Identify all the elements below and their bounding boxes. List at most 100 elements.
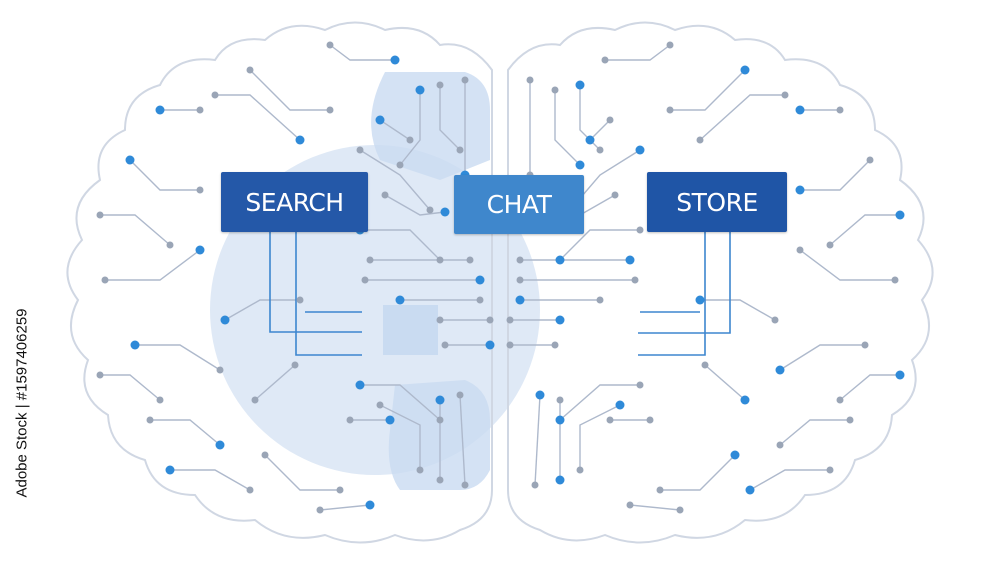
circuit-node (436, 476, 444, 484)
circuit-node (466, 256, 474, 264)
circuit-node (696, 136, 704, 144)
circuit-trace (779, 344, 865, 371)
circuit-node (376, 401, 384, 409)
circuit-node (436, 81, 444, 89)
circuit-node (456, 391, 464, 399)
circuit-node (636, 381, 644, 389)
stock-id-watermark: Adobe Stock | #1597406259 (13, 308, 31, 498)
circuit-node (326, 106, 334, 114)
circuit-node (246, 486, 254, 494)
circuit-node (730, 450, 740, 460)
circuit-node (740, 395, 750, 405)
circuit-node (155, 105, 165, 115)
circuit-node (215, 440, 225, 450)
circuit-node (416, 466, 424, 474)
circuit-node (555, 415, 565, 425)
circuit-node (461, 76, 469, 84)
circuit-trace (399, 90, 421, 166)
circuit-node (771, 316, 779, 324)
circuit-node (891, 276, 899, 284)
circuit-node (866, 156, 874, 164)
circuit-node (795, 105, 805, 115)
circuit-node (435, 395, 445, 405)
chip-square (383, 305, 438, 355)
circuit-node (246, 66, 254, 74)
circuit-node (166, 241, 174, 249)
circuit-node (795, 185, 805, 195)
circuit-node (385, 415, 395, 425)
circuit-trace (215, 94, 301, 141)
circuit-node (96, 211, 104, 219)
circuit-trace (579, 404, 621, 470)
circuit-node (390, 55, 400, 65)
circuit-node (526, 76, 534, 84)
circuit-trace (700, 299, 776, 321)
circuit-node (356, 146, 364, 154)
circuit-trace (224, 299, 300, 321)
circuit-trace (329, 44, 395, 61)
circuit-trace (829, 214, 900, 246)
circuit-trace (150, 419, 221, 446)
circuit-node (295, 135, 305, 145)
circuit-node (415, 85, 425, 95)
circuit-trace (135, 344, 221, 371)
circuit-node (776, 441, 784, 449)
circuit-node (220, 315, 230, 325)
circuit-node (506, 316, 514, 324)
circuit-trace (749, 469, 830, 491)
circuit-trace (800, 159, 871, 191)
circuit-trace (379, 119, 411, 141)
circuit-node (96, 371, 104, 379)
brain-outline-left (66, 21, 493, 544)
circuit-node (326, 41, 334, 49)
circuit-trace (319, 504, 371, 511)
circuit-node (366, 256, 374, 264)
circuit-trace (670, 69, 746, 111)
circuit-node (895, 210, 905, 220)
circuit-node (165, 465, 175, 475)
circuit-node (601, 56, 609, 64)
circuit-node (506, 341, 514, 349)
circuit-node (436, 316, 444, 324)
circuit-node (575, 160, 585, 170)
circuit-node (555, 315, 565, 325)
circuit-node (796, 246, 804, 254)
circuit-node (535, 390, 545, 400)
circuit-trace (384, 194, 446, 216)
circuit-trace (799, 249, 895, 281)
circuit-node (556, 396, 564, 404)
circuit-node (846, 416, 854, 424)
circuit-node (636, 226, 644, 234)
circuit-trace (100, 374, 161, 401)
circuit-node (195, 245, 205, 255)
circuit-trace (559, 229, 640, 261)
circuit-trace (129, 159, 200, 191)
circuit-trace (360, 384, 441, 421)
circuit-trace (579, 85, 601, 151)
circuit-node (355, 380, 365, 390)
circuit-node (291, 361, 299, 369)
brain-outline-right (507, 21, 934, 544)
circuit-trace (105, 249, 201, 281)
circuit-node (251, 396, 259, 404)
circuit-trace (554, 90, 581, 166)
circuit-node (396, 161, 404, 169)
circuit-node (406, 136, 414, 144)
circuit-node (551, 86, 559, 94)
chat-label: CHAT (454, 175, 584, 234)
circuit-node (635, 145, 645, 155)
circuit-node (516, 276, 524, 284)
circuit-node (631, 276, 639, 284)
circuit-node (695, 295, 705, 305)
circuit-node (476, 296, 484, 304)
circuit-node (781, 91, 789, 99)
circuit-node (745, 485, 755, 495)
circuit-trace (359, 149, 431, 211)
circuit-node (365, 500, 375, 510)
circuit-node (381, 191, 389, 199)
circuit-node (606, 116, 614, 124)
circuit-node (596, 296, 604, 304)
circuit-trace (704, 364, 746, 401)
circuit-node (551, 341, 559, 349)
circuit-node (196, 106, 204, 114)
